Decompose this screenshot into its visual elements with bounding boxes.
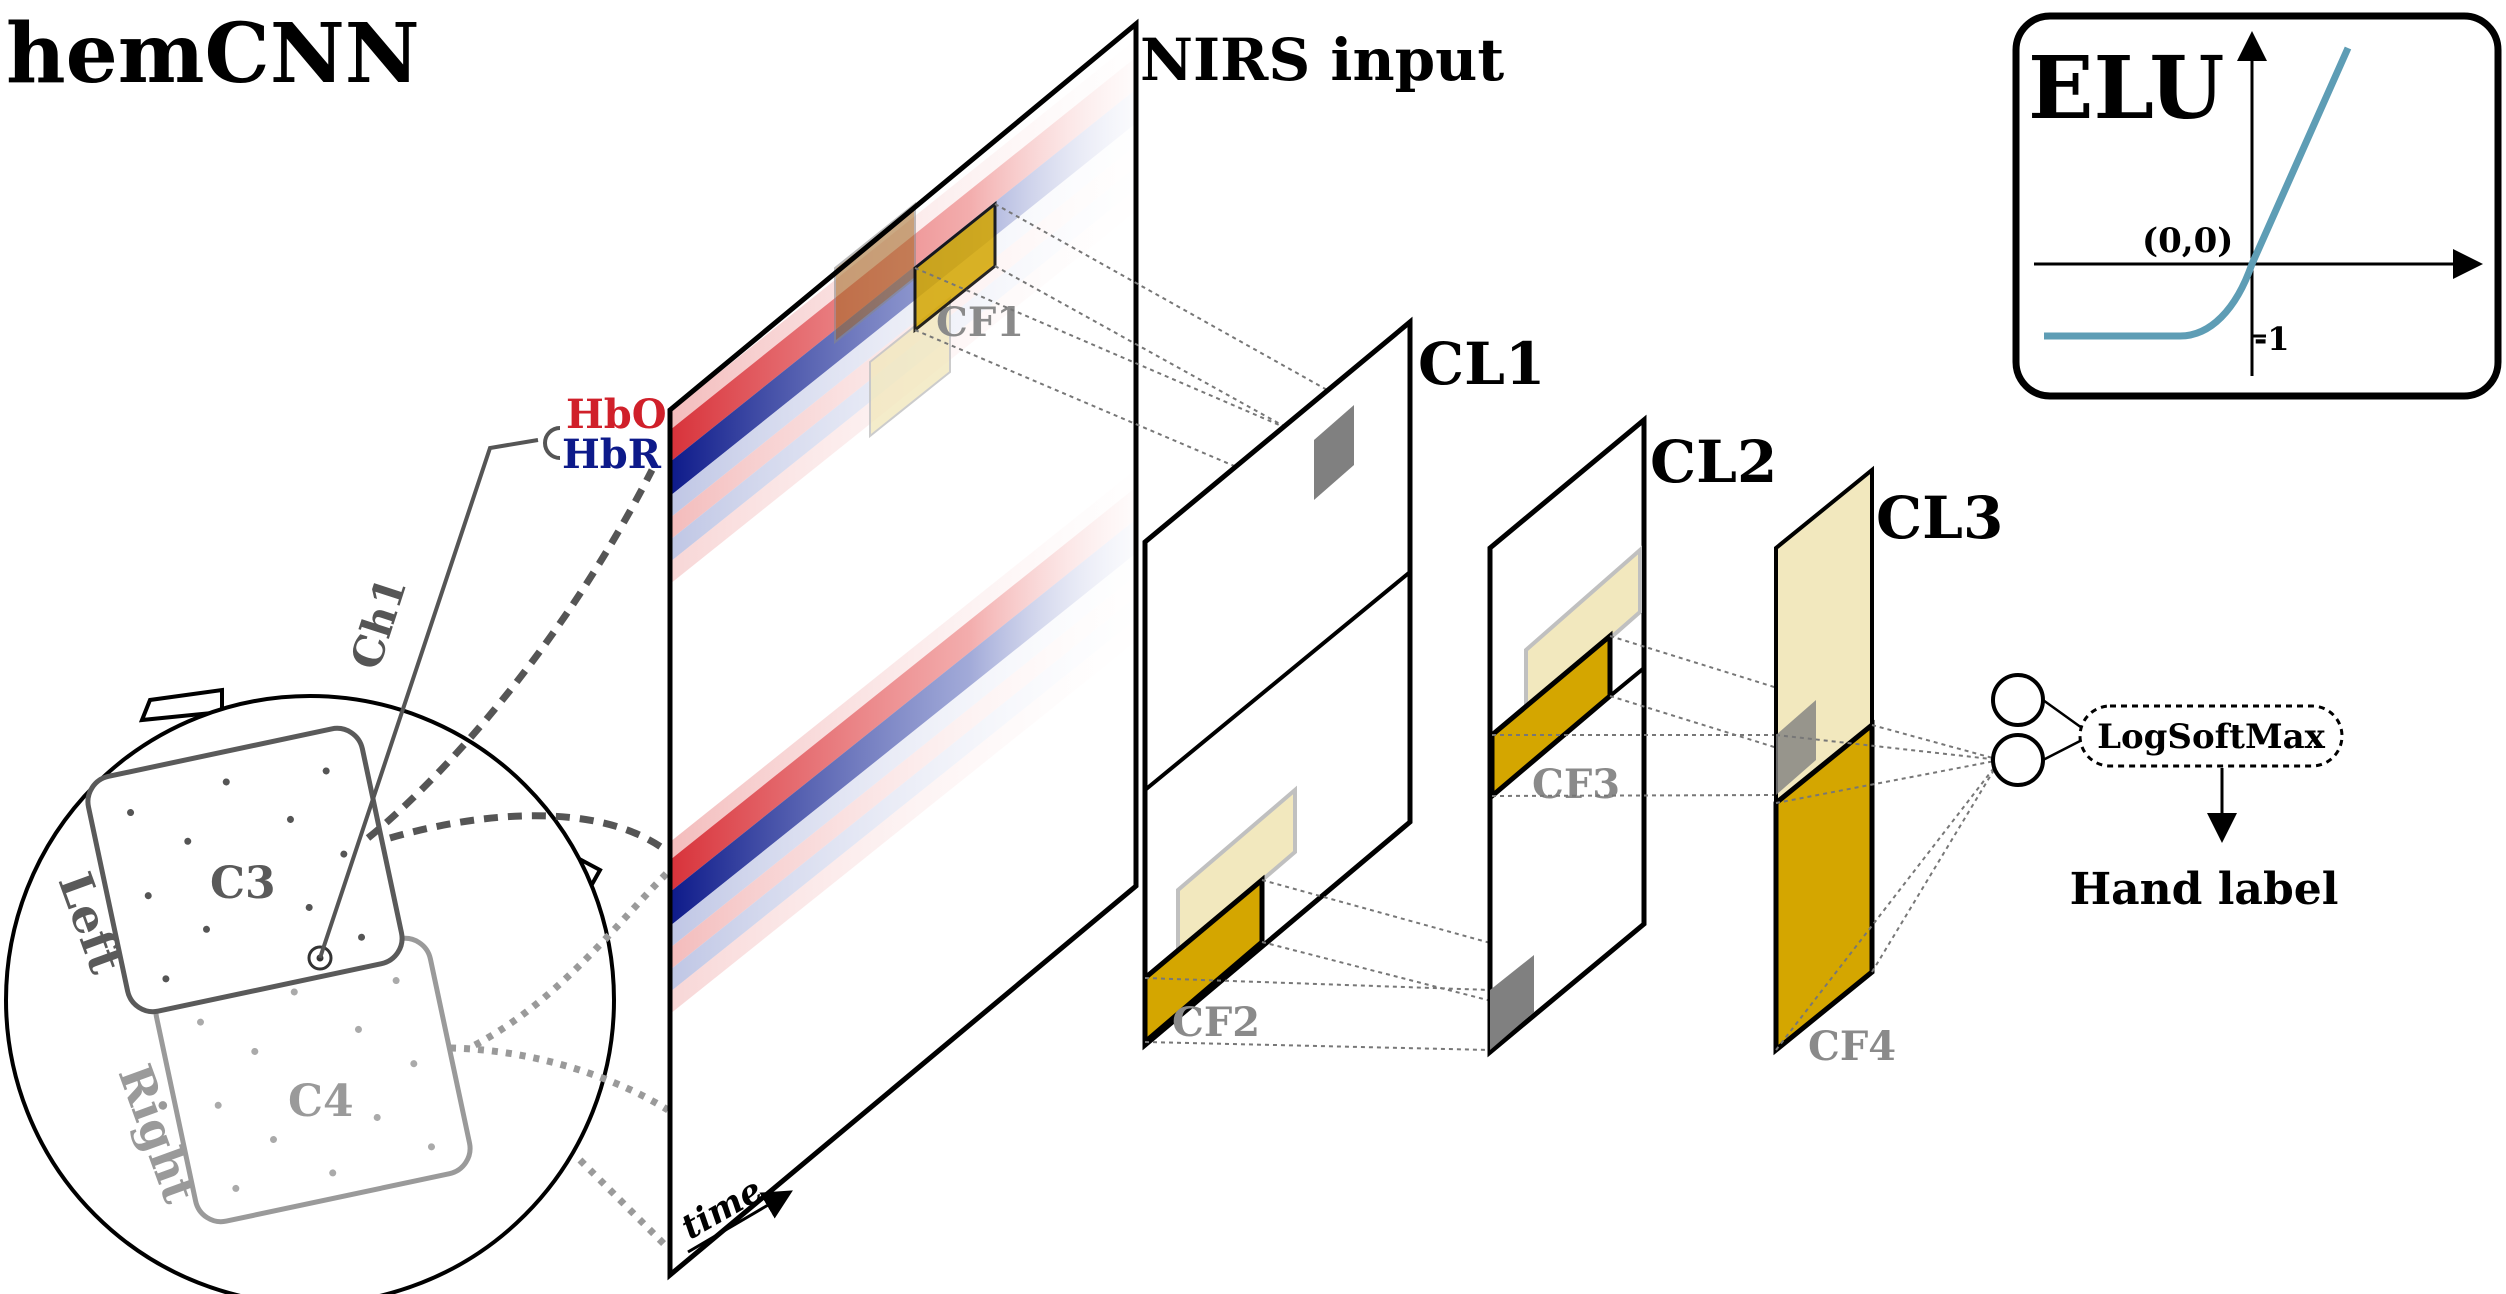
cf1-label: CF1 [936,299,1024,346]
output-node-left [1991,673,2045,727]
cl3-unit [1776,700,1816,795]
channel-label: Ch1 [341,571,416,675]
hbr-label: HbR [562,431,662,478]
c4-label: C4 [288,1076,354,1127]
c3-label: C3 [210,858,276,909]
cf3-label: CF3 [1532,761,1620,808]
hand-label: Hand label [2070,864,2339,915]
cf3-light-patch [1524,545,1642,717]
cl3-label: CL3 [1876,484,2003,552]
output-nodes [1991,673,2083,787]
cl1-plane [1142,316,1413,1051]
input-stripes-bottom [670,465,1140,1014]
logsoftmax-box [2078,704,2344,768]
ear-top [138,687,224,723]
elu-curve [2044,46,2352,340]
elu-title: ELU [2028,38,2224,139]
cf2-light-patch [1176,785,1297,957]
hbo-label: HbO [566,391,667,438]
diagram-title: hemCNN [6,6,420,102]
cf4-projection [1775,724,2001,1051]
head-to-input-connectors [365,468,671,1251]
elu-frame [2012,12,2502,400]
elu-minus-one-label: -1 [2254,320,2290,358]
c3-grid [85,725,405,1015]
cl1-label: CL1 [1418,330,1545,398]
logsoftmax-label: LogSoftMax [2097,717,2326,757]
time-arrow [687,1190,793,1254]
output-node-right [1991,733,2045,787]
elu-origin-label: (0,0) [2142,221,2233,261]
elu-inset: ELU (0,0) -1 [2012,12,2502,400]
cl2-label: CL2 [1650,428,1777,496]
nirs-input-plane [667,18,1140,1281]
time-label: time [675,1170,770,1248]
cf2-label: CF2 [1172,999,1260,1046]
optode-bracket [543,426,561,460]
cf4-label: CF4 [1808,1023,1896,1070]
input-label: NIRS input [1140,26,1504,94]
input-stripes-top [670,35,1140,584]
cl3-plane [1773,465,1875,1056]
cl1-unit [1314,405,1354,500]
head-diagram: C4 C3 Left Right [4,687,616,1294]
cl2-unit [1490,955,1534,1050]
